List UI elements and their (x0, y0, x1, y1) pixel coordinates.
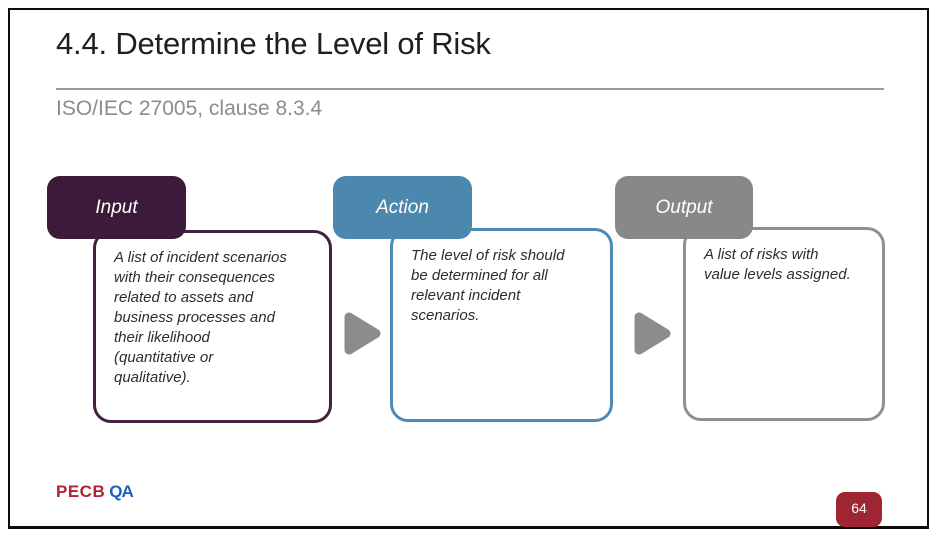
output-header-label: Output (655, 197, 713, 218)
input-header-label: Input (95, 197, 138, 218)
input-card: A list of incident scenarios with their … (93, 230, 332, 423)
action-header-tab: Action (333, 176, 472, 239)
qa-logo-text: QA (109, 482, 133, 501)
action-header-label: Action (376, 197, 429, 218)
input-card-text: A list of incident scenarios with their … (114, 249, 287, 386)
action-card-text: The level of risk should be determined f… (411, 247, 565, 324)
right-arrow-icon (632, 311, 672, 356)
input-header-tab: Input (47, 176, 186, 239)
slide-title: 4.4. Determine the Level of Risk (56, 26, 491, 61)
title-divider (56, 88, 884, 90)
page-number-badge: 64 (836, 492, 882, 527)
slide-subtitle: ISO/IEC 27005, clause 8.3.4 (56, 97, 323, 120)
output-header-tab: Output (615, 176, 753, 239)
output-card-text: A list of risks with value levels assign… (704, 246, 851, 283)
pecb-logo-text: PECB (56, 482, 106, 501)
output-card: A list of risks with value levels assign… (683, 227, 885, 421)
right-arrow-icon (342, 311, 382, 356)
action-card: The level of risk should be determined f… (390, 228, 613, 422)
